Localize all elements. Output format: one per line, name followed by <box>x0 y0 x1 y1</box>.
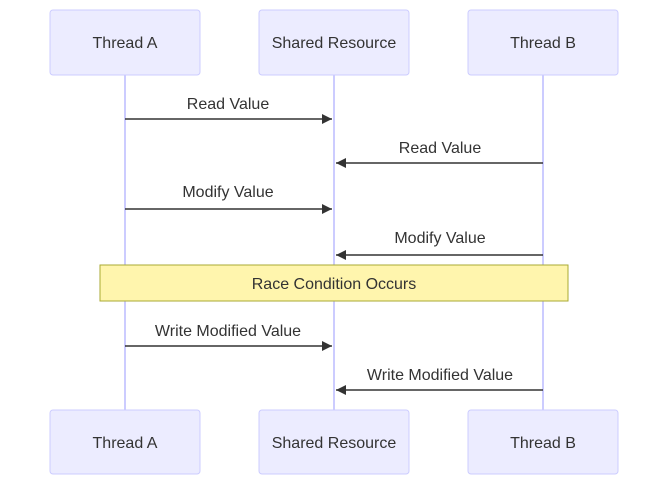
participant-thread-a-top: Thread A <box>49 9 201 76</box>
participant-thread-a-label: Thread A <box>93 435 158 452</box>
participant-shared-resource-label: Shared Resource <box>272 35 397 52</box>
message-label: Read Value <box>399 140 482 157</box>
message-label: Modify Value <box>394 230 485 247</box>
message-label: Modify Value <box>182 184 273 201</box>
message-label: Write Modified Value <box>367 367 513 384</box>
participant-thread-b-label: Thread B <box>510 435 576 452</box>
participant-thread-a-bottom: Thread A <box>49 409 201 475</box>
participant-shared-resource-label: Shared Resource <box>272 435 397 452</box>
race-condition-note: Race Condition Occurs <box>99 264 569 302</box>
participant-thread-b-bottom: Thread B <box>467 409 619 475</box>
participant-thread-a-label: Thread A <box>93 35 158 52</box>
note-label: Race Condition Occurs <box>252 276 417 293</box>
participant-thread-b-top: Thread B <box>467 9 619 76</box>
participant-thread-b-label: Thread B <box>510 35 576 52</box>
message-label: Write Modified Value <box>155 323 301 340</box>
message-label: Read Value <box>187 96 270 113</box>
participant-shared-resource-top: Shared Resource <box>258 9 410 76</box>
participant-shared-resource-bottom: Shared Resource <box>258 409 410 475</box>
